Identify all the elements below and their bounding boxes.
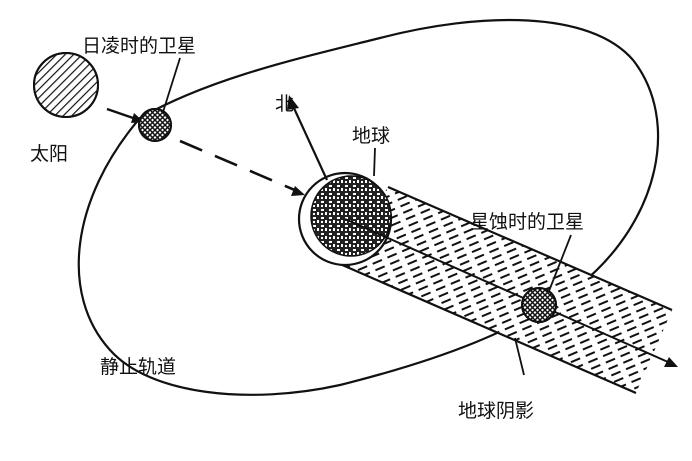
- leader-earth: [373, 147, 376, 177]
- sun-ray-arrow: [106, 107, 305, 196]
- label-earth: 地球: [352, 125, 390, 147]
- label-sun: 太阳: [30, 143, 68, 165]
- leader-satellite-eclipse: [548, 234, 572, 292]
- label-satellite-sun-conjunction: 日凌时的卫星: [82, 35, 196, 57]
- label-earth-shadow: 地球阴影: [458, 400, 534, 422]
- label-geostationary-orbit: 静止轨道: [100, 356, 176, 378]
- shadow-axis-arrow: [344, 218, 678, 367]
- leader-earth-shadow: [514, 337, 525, 376]
- label-north: 北: [275, 93, 294, 115]
- north-arrow: [287, 95, 328, 181]
- label-satellite-eclipse: 星蚀时的卫星: [470, 211, 584, 233]
- leader-satellite-conjunction: [162, 57, 181, 113]
